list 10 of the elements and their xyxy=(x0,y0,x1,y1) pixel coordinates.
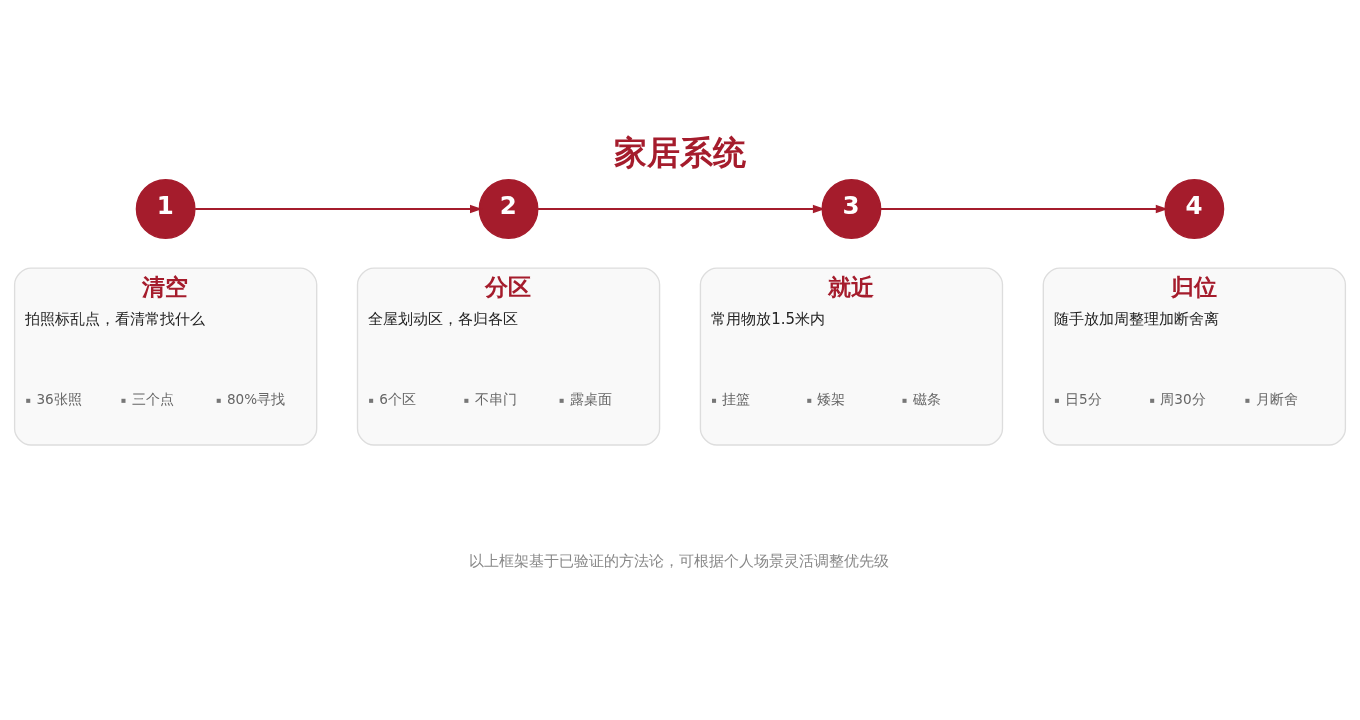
node-circle: 4 xyxy=(1164,179,1225,239)
node-box: 归位 随手放加周整理加断舍离 日5分 周30分 月断舍 xyxy=(1042,267,1347,446)
node-box: 清空 拍照标乱点，看清常找什么 36张照 三个点 80%寻找 xyxy=(13,267,318,446)
node-circle: 3 xyxy=(821,179,882,239)
caption: 以上框架基于已验证的方法论，可根据个人场景灵活调整优先级 xyxy=(468,551,889,570)
node-box: 就近 常用物放1.5米内 挂篮 矮架 磁条 xyxy=(699,267,1004,446)
diagram-title: 家居系统 xyxy=(614,133,747,172)
node-circle: 2 xyxy=(478,179,539,239)
node-box: 分区 全屋划动区，各归各区 6个区 不串门 露桌面 xyxy=(356,267,661,446)
node-circle: 1 xyxy=(135,179,196,239)
